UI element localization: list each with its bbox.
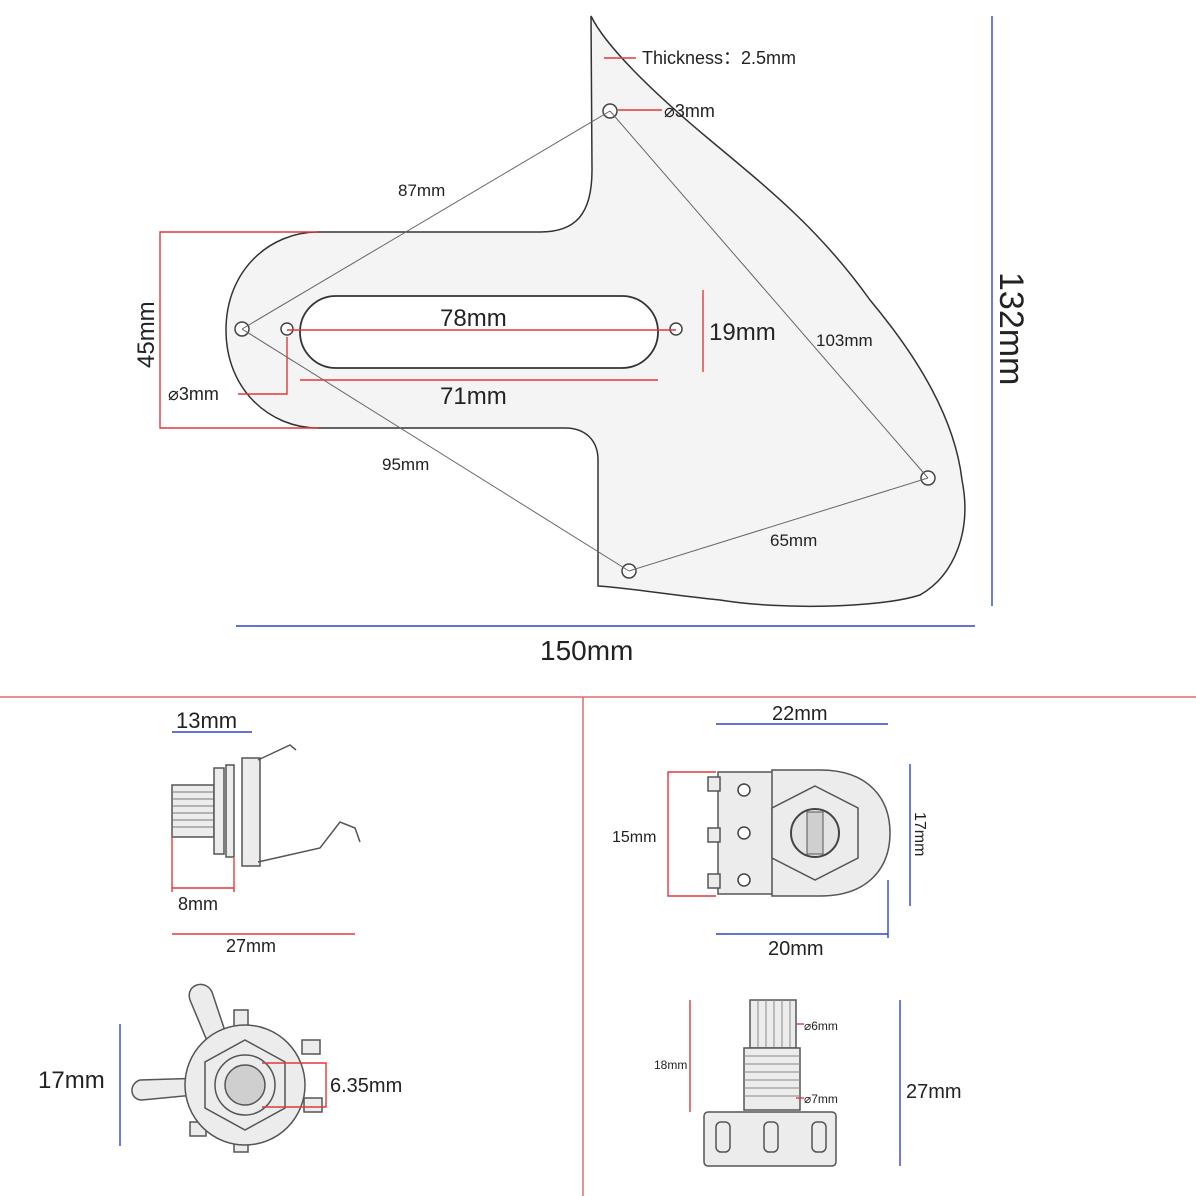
pot-side-view: ⌀6mm ⌀7mm 18mm 27mm — [654, 999, 962, 1167]
slot-spacing-label: 71mm — [440, 383, 507, 410]
pot-15-label: 15mm — [612, 829, 656, 846]
hole-top-label: ⌀3mm — [664, 101, 715, 121]
slot-height-label: 19mm — [709, 319, 776, 346]
pot-15-bracket — [667, 771, 716, 897]
jack-13-label: 13mm — [176, 708, 237, 733]
pot-7-label: ⌀7mm — [804, 1092, 838, 1106]
height-45-label: 45mm — [133, 301, 160, 368]
distance-87-label: 87mm — [398, 181, 445, 200]
pot-top-view: 22mm 15mm 17mm 20mm — [612, 703, 928, 960]
pot-shaft-slot — [806, 811, 824, 855]
pot-27-label: 27mm — [906, 1081, 962, 1103]
jack-body — [241, 757, 261, 867]
hole-left-leader — [238, 337, 288, 395]
line-65 — [628, 477, 929, 572]
height-45-bracket — [159, 231, 318, 429]
pot-22-label: 22mm — [772, 703, 828, 725]
distance-95-label: 95mm — [382, 455, 429, 474]
mount-hole-slot-right — [669, 322, 683, 336]
pot-18-label: 18mm — [654, 1058, 687, 1072]
jack-side-view: 13mm 8mm 27mm — [171, 708, 361, 956]
slot-length-label: 78mm — [440, 305, 507, 332]
line-87 — [241, 110, 611, 330]
pickguard-drawing: Thickness：2.5mm ⌀3mm 87mm 95mm 103mm 65m… — [133, 15, 1030, 666]
thickness-label: Thickness：2.5mm — [642, 48, 796, 68]
jack-27-label: 27mm — [226, 936, 276, 956]
hole-left-label: ⌀3mm — [168, 384, 219, 404]
jack-front-view: 17mm 6.35mm — [38, 983, 402, 1153]
jack-spring-bottom — [257, 821, 361, 863]
jack-washer — [225, 764, 235, 858]
width-total-label: 150mm — [540, 635, 633, 666]
pot-threaded-bushing — [743, 1047, 801, 1111]
pickup-slot — [299, 295, 659, 369]
jack-thread — [171, 784, 215, 838]
line-95 — [241, 328, 630, 572]
jack-17-label: 17mm — [38, 1067, 105, 1094]
jack-nut — [213, 767, 225, 855]
distance-103-label: 103mm — [816, 331, 873, 350]
pot-6-label: ⌀6mm — [804, 1019, 838, 1033]
jack-8-label: 8mm — [178, 894, 218, 914]
pot-17-label: 17mm — [911, 812, 928, 856]
pot-20-label: 20mm — [768, 938, 824, 960]
jack-socket — [224, 1064, 266, 1106]
jack-spring-top — [257, 744, 297, 761]
distance-65-label: 65mm — [770, 531, 817, 550]
jack-635-bracket — [262, 1062, 327, 1108]
line-103 — [609, 110, 929, 479]
height-total-label: 132mm — [992, 272, 1030, 385]
pot-knurled-shaft — [749, 999, 797, 1049]
jack-635-label: 6.35mm — [330, 1075, 402, 1097]
mount-hole-slot-left — [280, 322, 294, 336]
